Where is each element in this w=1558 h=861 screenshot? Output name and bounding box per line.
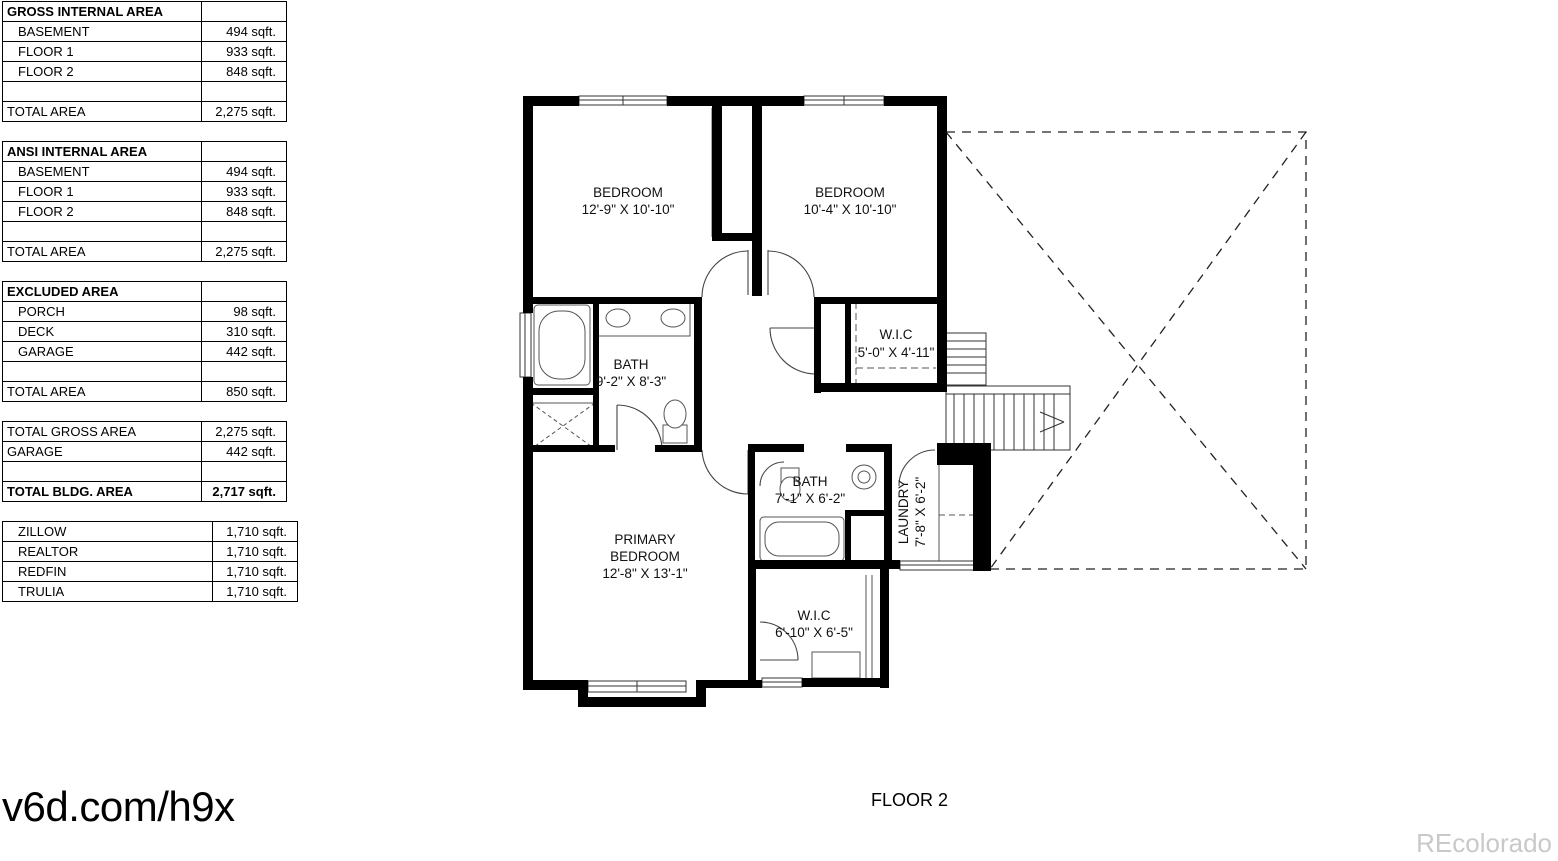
room-dims: 5'-0" X 4'-11" — [858, 345, 935, 360]
table-title: ANSI INTERNAL AREA — [2, 141, 202, 162]
tour-link[interactable]: v6d.com/h9x — [2, 783, 235, 830]
stairs — [945, 332, 1071, 451]
room-name: LAUNDRY — [896, 480, 911, 544]
total-bldg-label: TOTAL BLDG. AREA — [2, 481, 202, 502]
site-value: 1,710 sqft. — [212, 581, 298, 602]
site-label: TRULIA — [2, 581, 213, 602]
total-bldg-value: 2,717 sqft. — [201, 481, 287, 502]
table-row-value: 933 sqft. — [201, 41, 287, 62]
room-name: BEDROOM — [593, 185, 663, 200]
deck-outline — [945, 131, 1307, 570]
room-dims: 7'-8" X 6'-2" — [913, 477, 928, 547]
room-name: W.I.C — [880, 327, 913, 342]
room-name: PRIMARY — [614, 532, 675, 547]
room-name: BEDROOM — [815, 185, 885, 200]
total-label: TOTAL AREA — [2, 101, 202, 122]
total-label: TOTAL AREA — [2, 381, 202, 402]
room-name: BATH — [613, 357, 648, 372]
walls — [523, 96, 991, 707]
table-row-value: 933 sqft. — [201, 181, 287, 202]
table-row-value: 310 sqft. — [201, 321, 287, 342]
windows — [519, 95, 975, 693]
total-value: 2,275 sqft. — [201, 241, 287, 262]
room-labels: BEDROOM 12'-9" X 10'-10" BEDROOM 10'-4" … — [582, 185, 935, 640]
watermark: REcolorado — [1416, 828, 1552, 858]
site-value: 1,710 sqft. — [212, 541, 298, 562]
room-name: BATH — [792, 474, 827, 489]
room-dims: 10'-4" X 10'-10" — [804, 202, 897, 217]
room-dims: 6'-10" X 6'-5" — [775, 625, 853, 640]
room-dims: 12'-9" X 10'-10" — [582, 202, 675, 217]
door-swings — [616, 250, 936, 661]
room-name: BEDROOM — [610, 549, 680, 564]
room-name: W.I.C — [798, 608, 831, 623]
floor-title: FLOOR 2 — [871, 790, 949, 810]
total-label: TOTAL AREA — [2, 241, 202, 262]
total-value: 2,275 sqft. — [201, 101, 287, 122]
room-dims: 12'-8" X 13'-1" — [602, 566, 687, 581]
table-row-label: PORCH — [2, 301, 202, 322]
total-value: 850 sqft. — [201, 381, 287, 402]
table-row-value: 848 sqft. — [201, 61, 287, 82]
room-dims: 7'-1" X 6'-2" — [775, 491, 845, 506]
room-dims: 9'-2" X 8'-3" — [596, 374, 666, 389]
